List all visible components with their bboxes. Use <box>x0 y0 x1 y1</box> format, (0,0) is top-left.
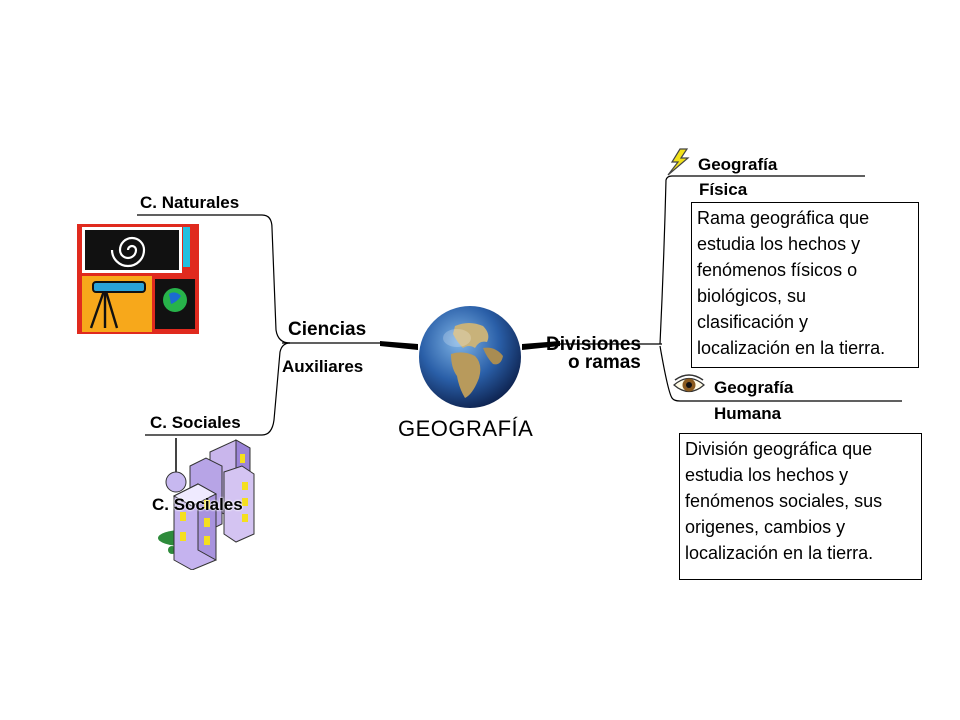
central-topic-title: GEOGRAFÍA <box>398 416 534 441</box>
note-line: estudia los hechos y <box>685 465 849 485</box>
geografia-fisica-note: Rama geográfica que estudia los hechos y… <box>691 202 919 368</box>
note-line: origenes, cambios y <box>685 517 846 537</box>
o-ramas-label: o ramas <box>568 352 641 373</box>
divisiones-label: Divisiones <box>546 334 642 355</box>
geografia-humana-note: División geográfica que estudia los hech… <box>679 433 922 580</box>
c-sociales-image-caption: C. Sociales <box>152 495 243 514</box>
note-line: localización en la tierra. <box>685 543 874 563</box>
globe-icon <box>417 304 523 415</box>
note-line: fenómenos físicos o <box>697 260 858 280</box>
note-line: clasificación y <box>697 312 809 332</box>
geografia-fisica-title-line2: Física <box>699 180 748 199</box>
geografia-humana-title-line1: Geografía <box>714 378 794 397</box>
note-line: biológicos, su <box>697 286 807 306</box>
space-science-icon <box>77 224 199 339</box>
geografia-humana-title-line2: Humana <box>714 404 782 423</box>
geografia-fisica-title-line1: Geografía <box>698 155 778 174</box>
c-naturales-label: C. Naturales <box>140 193 240 212</box>
note-line: Rama geográfica que <box>697 208 870 228</box>
note-line: estudia los hechos y <box>697 234 861 254</box>
note-line: localización en la tierra. <box>697 338 886 358</box>
note-line: División geográfica que <box>685 439 873 459</box>
auxiliares-label: Auxiliares <box>282 357 364 376</box>
ciencias-label: Ciencias <box>288 319 367 340</box>
note-line: fenómenos sociales, sus <box>685 491 883 511</box>
c-sociales-label: C. Sociales <box>150 413 241 432</box>
city-buildings-icon <box>150 438 266 575</box>
lightning-icon <box>666 148 690 181</box>
eye-icon <box>672 374 706 401</box>
